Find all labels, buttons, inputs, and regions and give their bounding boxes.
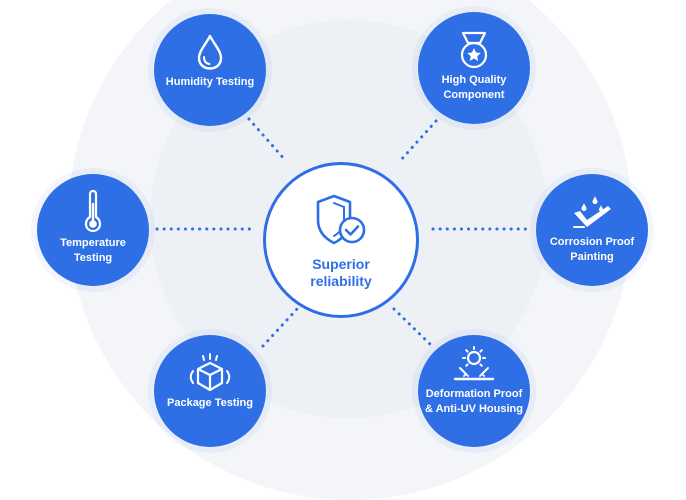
connector-lines [155, 117, 534, 348]
node-label: Deformation Proof & Anti-UV Housing [425, 388, 523, 415]
node-label: Temperature Testing [60, 237, 126, 264]
thermometer-icon [83, 190, 103, 232]
connector-deformation [392, 307, 434, 348]
paint-check-icon [570, 193, 614, 231]
node-temperature-testing: Temperature Testing [37, 174, 149, 286]
connector-package [261, 307, 299, 348]
node-humidity-testing: Humidity Testing [154, 14, 266, 126]
node-high-quality-component: High Quality Component [418, 12, 530, 124]
node-corrosion-proof-painting: Corrosion Proof Painting [536, 174, 648, 286]
node-label: Package Testing [167, 397, 253, 409]
package-box-icon [187, 353, 233, 392]
node-label: Humidity Testing [165, 76, 255, 88]
node-deformation-proof-anti-uv-housing: Deformation Proof & Anti-UV Housing [418, 335, 530, 447]
water-drop-icon [196, 33, 224, 71]
center-circle: Superior reliability [263, 162, 419, 318]
node-label: Corrosion Proof Painting [549, 236, 635, 263]
connector-quality [398, 119, 438, 163]
connector-humidity [247, 117, 288, 163]
sun-uv-icon [452, 346, 496, 381]
shield-check-icon [312, 190, 370, 248]
node-label: High Quality Component [441, 74, 507, 101]
center-label: Superior reliability [310, 256, 372, 289]
medal-star-icon [454, 31, 494, 69]
node-package-testing: Package Testing [154, 335, 266, 447]
